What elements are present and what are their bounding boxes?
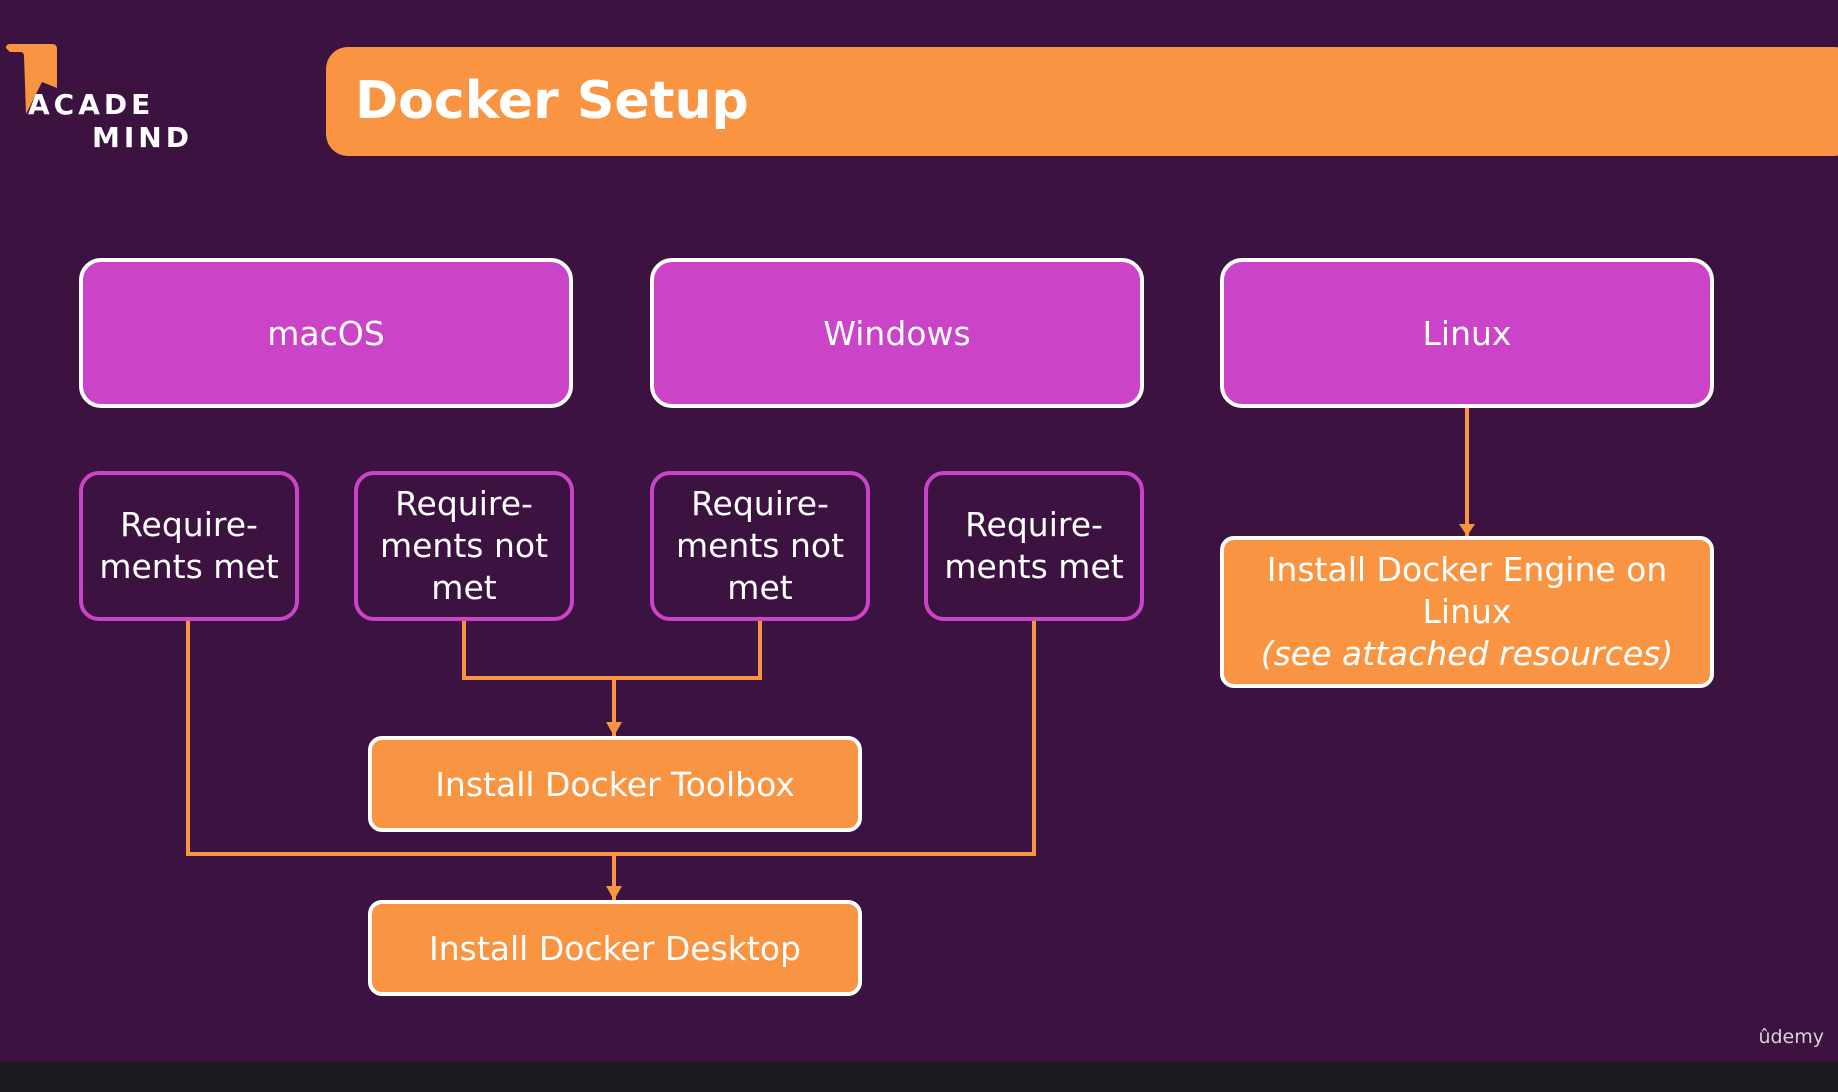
os-label: macOS xyxy=(267,313,385,353)
title-banner: Docker Setup xyxy=(326,47,1838,156)
os-label: Linux xyxy=(1422,313,1512,353)
os-box-macos: macOS xyxy=(79,258,573,408)
connector-lines xyxy=(186,408,1475,900)
udemy-watermark: ûdemy xyxy=(1758,1026,1824,1048)
requirements-box-windows-met: Require- ments met xyxy=(924,471,1144,621)
requirement-line: ments not xyxy=(675,526,845,565)
install-docker-desktop-box: Install Docker Desktop xyxy=(368,900,862,996)
os-box-windows: Windows xyxy=(650,258,1144,408)
requirement-line: met xyxy=(727,568,793,607)
connector-notmet-toolbox xyxy=(462,621,762,736)
arrow-notmet-toolbox xyxy=(606,722,622,736)
requirement-line: Require- xyxy=(395,484,533,523)
requirement-line: Require- xyxy=(965,505,1103,544)
action-label: Install Docker Toolbox xyxy=(435,764,795,804)
os-box-linux: Linux xyxy=(1220,258,1714,408)
arrow-linux-engine xyxy=(1459,524,1475,536)
os-label: Windows xyxy=(823,313,971,353)
install-docker-toolbox-box: Install Docker Toolbox xyxy=(368,736,862,832)
academind-logo: ACADE MIND xyxy=(0,0,200,160)
action-label: Install Docker Desktop xyxy=(429,928,801,968)
requirement-line: met xyxy=(431,568,497,607)
requirements-box-macos-met: Require- ments met xyxy=(79,471,299,621)
install-docker-engine-linux-box: Install Docker Engine on Linux (see atta… xyxy=(1220,536,1714,688)
video-player-bar xyxy=(0,1062,1838,1092)
page-title: Docker Setup xyxy=(355,71,749,131)
requirement-line: Require- xyxy=(691,484,829,523)
action-label-line: Linux xyxy=(1422,592,1512,631)
logo-flag-icon xyxy=(6,44,57,114)
logo-text-line1: ACADE xyxy=(28,88,155,121)
action-label-line: Install Docker Engine on xyxy=(1266,550,1668,589)
arrow-met-desktop xyxy=(606,886,622,900)
slide: ACADE MIND Docker Setup macOS Windows Li… xyxy=(0,0,1838,1048)
requirement-line: ments met xyxy=(99,547,279,586)
requirement-line: Require- xyxy=(120,505,258,544)
requirements-box-windows-not-met: Require- ments not met xyxy=(650,471,870,621)
action-label-line: (see attached resources) xyxy=(1260,634,1674,673)
requirements-box-macos-not-met: Require- ments not met xyxy=(354,471,574,621)
requirement-line: ments met xyxy=(944,547,1124,586)
logo-text-line2: MIND xyxy=(92,121,193,154)
requirement-line: ments not xyxy=(379,526,549,565)
